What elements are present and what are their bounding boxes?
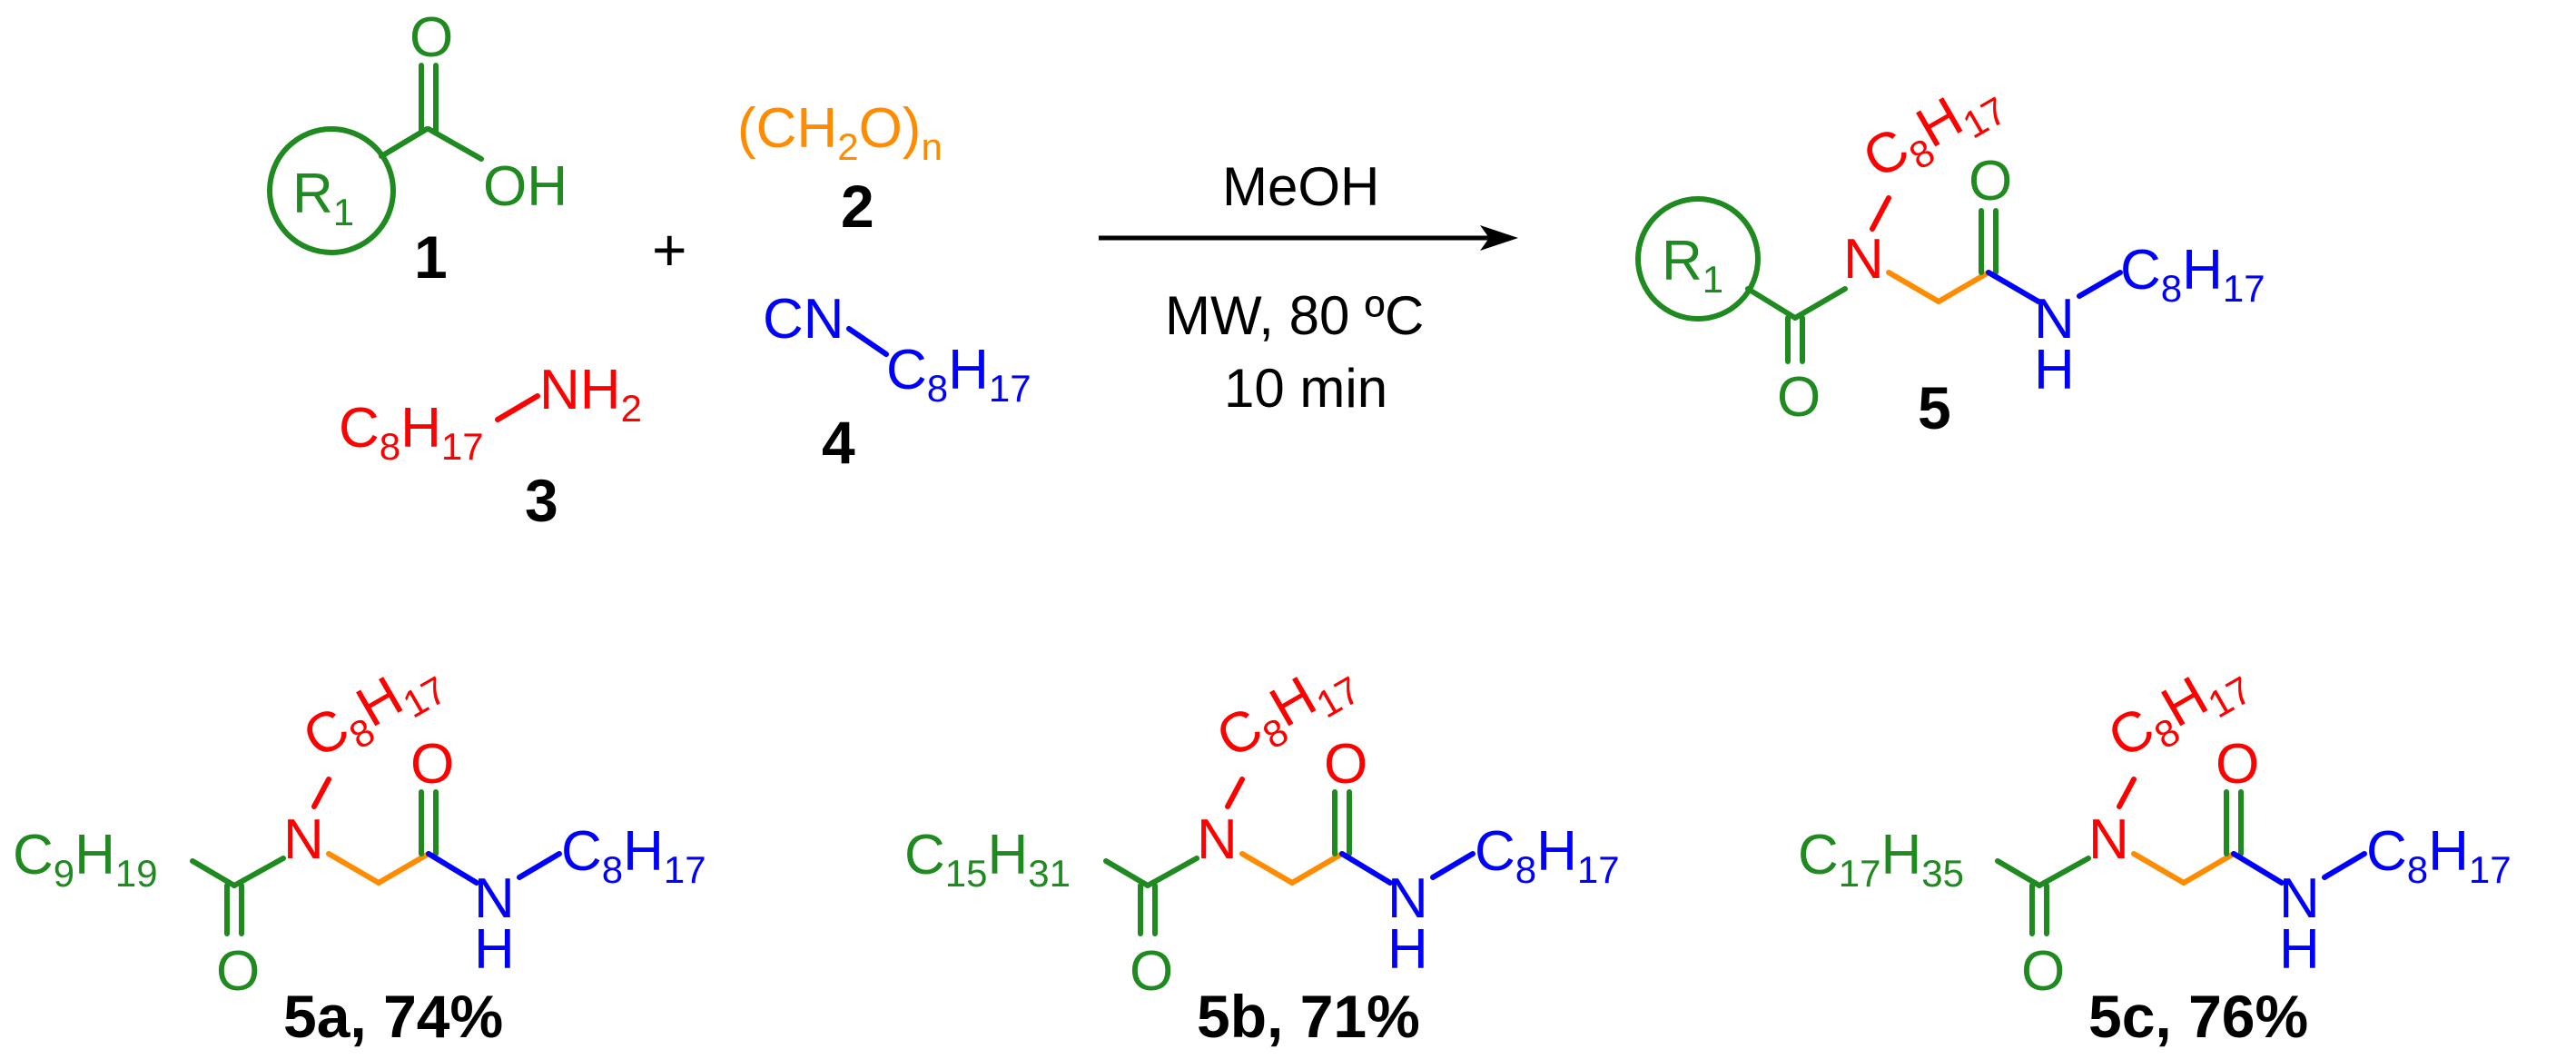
bond-co-nh xyxy=(426,851,479,886)
acid-o-label: O xyxy=(410,6,453,69)
bond-c-oh xyxy=(426,126,484,162)
product-amide-o-label: O xyxy=(1969,150,2012,213)
example-label-5a: 5a, 74% xyxy=(283,983,503,1050)
acid-oh-label: OH xyxy=(483,155,568,218)
bond-n-octyl xyxy=(311,777,331,809)
bond-ch2-co xyxy=(1289,851,1345,886)
bond-ring-carbonyl xyxy=(379,126,429,159)
bond-nh-octyl xyxy=(517,851,562,880)
ring-r1-label: R1 xyxy=(292,163,354,233)
bond-ch2-co xyxy=(376,851,431,886)
bond-co-n xyxy=(232,856,286,888)
product-bond-nh-octyl xyxy=(2077,270,2123,299)
example-product-5c: C17H35 O N C8H17 O N H C8H17 5c, 76% xyxy=(1798,665,2512,1050)
reaction-arrow-head xyxy=(1480,225,1518,251)
nh-n-label: N xyxy=(474,867,515,930)
nh-octyl-label: C8H17 xyxy=(1475,820,1620,891)
nh-h-label: H xyxy=(474,918,515,981)
reactant-1-acid: R1 O OH 1 xyxy=(267,6,568,291)
product-bond-co-nh xyxy=(1986,270,2041,304)
product-bond-ch2-co xyxy=(1936,270,1991,304)
ring-r1-circle xyxy=(267,126,396,255)
example-acyl-chain-label: C17H35 xyxy=(1798,824,1964,895)
amine-nh2-label: NH2 xyxy=(539,359,642,430)
product-nh-n-label: N xyxy=(2034,288,2075,351)
example-acyl-chain-label: C15H31 xyxy=(904,824,1071,895)
bond-cn-alkyl xyxy=(846,326,889,357)
bond-chain-co xyxy=(190,858,237,888)
example-acyl-chain-label: C9H19 xyxy=(13,824,158,895)
reaction-arrow-group: MeOH MW, 80 ºC 10 min xyxy=(1099,156,1518,419)
amide-o-label: O xyxy=(410,733,454,796)
amide-n-label: N xyxy=(1197,808,1238,871)
amide-n-label: N xyxy=(283,808,324,871)
product-nh-octyl-label: C8H17 xyxy=(2120,239,2265,310)
reactant-2-paraformaldehyde: (CH2O)n 2 xyxy=(737,97,943,240)
compound-number-3: 3 xyxy=(525,467,558,534)
condition-time: 10 min xyxy=(1224,358,1387,419)
bond-alkyl-nh2 xyxy=(495,393,540,422)
bond-ch2-co xyxy=(2181,851,2236,886)
nh-n-label: N xyxy=(2279,867,2320,930)
nh-octyl-label: C8H17 xyxy=(561,820,706,891)
compound-number-1: 1 xyxy=(414,223,448,291)
reactant-4-isocyanide: CN C8H17 4 xyxy=(763,288,1031,476)
product-ring-r1-label: R1 xyxy=(1662,230,1723,301)
bond-n-octyl xyxy=(1225,777,1245,809)
bond-co-n xyxy=(1145,856,1199,888)
product-bond-n-ch2 xyxy=(1886,270,1941,304)
compound-number-4: 4 xyxy=(822,409,855,476)
compound-number-2: 2 xyxy=(841,173,874,240)
product-5: R1 O N C8H17 O N H C8H17 5 xyxy=(1635,85,2265,441)
example-label-5b: 5b, 71% xyxy=(1197,983,1420,1050)
reactant-3-amine: C8H17 NH2 3 xyxy=(339,359,642,534)
isocyanide-cn-label: CN xyxy=(763,288,844,351)
bond-co-nh xyxy=(1339,851,1393,886)
plus-sign: + xyxy=(652,216,687,283)
example-product-5a: C9H19 O N C8H17 O N H C8H17 5a, 74% xyxy=(13,665,706,1050)
acyl-o-label: O xyxy=(1130,940,1173,1003)
acyl-o-label: O xyxy=(216,940,260,1003)
product-ring-r1-circle xyxy=(1635,196,1761,322)
paraformaldehyde-formula: (CH2O)n xyxy=(737,97,943,168)
bond-co-n xyxy=(2037,856,2091,888)
isocyanide-alkyl-label: C8H17 xyxy=(886,339,1031,410)
nh-octyl-label: C8H17 xyxy=(2366,820,2512,891)
amide-o-label: O xyxy=(1324,733,1367,796)
product-amide-n-label: N xyxy=(1843,228,1884,291)
product-bond-ring-co xyxy=(1745,286,1798,321)
product-acyl-o-label: O xyxy=(1777,366,1821,429)
compound-number-5: 5 xyxy=(1918,374,1951,441)
nh-h-label: H xyxy=(2279,918,2320,981)
product-bond-n-octyl xyxy=(1870,195,1891,232)
amine-alkyl-label: C8H17 xyxy=(339,397,484,468)
example-label-5c: 5c, 76% xyxy=(2088,983,2308,1050)
acyl-o-label: O xyxy=(2021,940,2065,1003)
bond-n-ch2 xyxy=(326,851,381,886)
nh-h-label: H xyxy=(1387,918,1428,981)
amide-n-label: N xyxy=(2088,808,2129,871)
bond-n-octyl xyxy=(2117,777,2137,809)
bond-n-ch2 xyxy=(2131,851,2186,886)
nh-n-label: N xyxy=(1387,867,1428,930)
bond-co-nh xyxy=(2231,851,2285,886)
bond-n-ch2 xyxy=(1239,851,1295,886)
condition-solvent: MeOH xyxy=(1222,156,1379,217)
bond-chain-co xyxy=(1103,858,1150,888)
product-bond-co-n xyxy=(1792,286,1848,321)
bond-nh-octyl xyxy=(1430,851,1476,880)
example-product-5b: C15H31 O N C8H17 O N H C8H17 5b, 71% xyxy=(904,665,1620,1050)
amide-o-label: O xyxy=(2216,733,2259,796)
condition-heating: MW, 80 ºC xyxy=(1165,285,1424,346)
bond-chain-co xyxy=(1995,858,2042,888)
bond-nh-octyl xyxy=(2322,851,2367,880)
product-nh-h-label: H xyxy=(2034,339,2075,401)
